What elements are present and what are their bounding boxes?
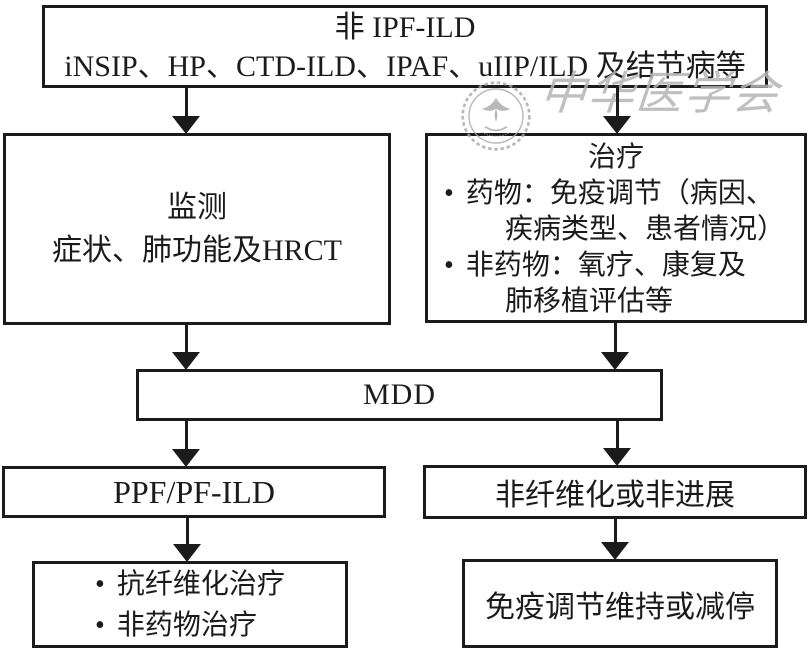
bullet-icon: • bbox=[444, 178, 454, 209]
arrow-treatment-to-mdd bbox=[601, 322, 629, 370]
node-immunomodulation: 免疫调节维持或减停 bbox=[462, 559, 778, 648]
node-immunomodulation-label: 免疫调节维持或减停 bbox=[485, 590, 755, 624]
arrow-ppf-to-antifibrotic bbox=[173, 516, 201, 562]
arrow-top-to-treatment bbox=[603, 87, 631, 134]
node-mdd-label: MDD bbox=[362, 378, 436, 411]
arrowhead-icon bbox=[603, 116, 631, 134]
node-monitoring-detail: 症状、肺功能及HRCT bbox=[51, 234, 342, 267]
node-non-ipf-ild: 非 IPF-ILD iNSIP、HP、CTD-ILD、IPAF、uIIP/ILD… bbox=[42, 5, 768, 88]
node-non-ipf-ild-title: 非 IPF-ILD bbox=[334, 10, 476, 44]
arrow-non-fibrotic-to-immunomodulation bbox=[601, 517, 629, 560]
arrowhead-icon bbox=[601, 542, 629, 560]
treatment-bullet-2-text: 非药物：氧疗、康复及 bbox=[465, 250, 746, 281]
antifibrotic-bullet-1-text: 抗纤维化治疗 bbox=[116, 568, 285, 600]
node-antifibrotic-treatment: • 抗纤维化治疗 • 非药物治疗 bbox=[32, 561, 348, 648]
treatment-bullet-1-cont: 疾病类型、患者情况） bbox=[505, 214, 786, 245]
arrowhead-icon bbox=[603, 448, 631, 466]
dove-icon bbox=[481, 98, 511, 111]
bullet-icon: • bbox=[444, 250, 454, 281]
node-non-fibrotic-label: 非纤维化或非进展 bbox=[495, 479, 735, 512]
arrow-mdd-to-ppf bbox=[172, 420, 200, 467]
node-monitoring: 监测 症状、肺功能及HRCT bbox=[3, 133, 391, 325]
node-treatment: 治疗 • 药物：免疫调节（病因、 疾病类型、患者情况） • 非药物：氧疗、康复及 肺… bbox=[425, 133, 807, 323]
arrow-monitoring-to-mdd bbox=[172, 323, 200, 370]
antifibrotic-bullet-2-text: 非药物治疗 bbox=[116, 609, 257, 641]
antifibrotic-bullet-1: • 抗纤维化治疗 bbox=[35, 564, 345, 605]
node-non-ipf-ild-subtitle: iNSIP、HP、CTD-ILD、IPAF、uIIP/ILD 及结节病等 bbox=[64, 49, 746, 83]
bullet-icon: • bbox=[95, 609, 105, 641]
treatment-bullet-2-cont: 肺移植评估等 bbox=[505, 286, 674, 317]
node-ppf-pf-ild-label: PPF/PF-ILD bbox=[113, 473, 275, 510]
node-non-fibrotic: 非纤维化或非进展 bbox=[423, 465, 807, 519]
node-treatment-title: 治疗 bbox=[587, 142, 644, 173]
treatment-bullet-2: • 非药物：氧疗、康复及 bbox=[428, 248, 804, 284]
antifibrotic-bullet-2: • 非药物治疗 bbox=[35, 605, 345, 646]
node-ppf-pf-ild: PPF/PF-ILD bbox=[2, 466, 386, 518]
treatment-bullet-1-text: 药物：免疫调节（病因、 bbox=[465, 178, 774, 209]
bullet-icon: • bbox=[95, 568, 105, 600]
arrow-top-to-monitoring bbox=[172, 87, 200, 134]
treatment-bullet-1: • 药物：免疫调节（病因、 bbox=[428, 176, 804, 212]
arrowhead-icon bbox=[172, 116, 200, 134]
arrow-mdd-to-non-fibrotic bbox=[603, 420, 631, 466]
arrowhead-icon bbox=[173, 544, 201, 562]
arrowhead-icon bbox=[172, 449, 200, 467]
node-monitoring-title: 监测 bbox=[167, 191, 227, 224]
arrowhead-icon bbox=[601, 352, 629, 370]
node-mdd: MDD bbox=[136, 369, 663, 421]
arrowhead-icon bbox=[172, 352, 200, 370]
